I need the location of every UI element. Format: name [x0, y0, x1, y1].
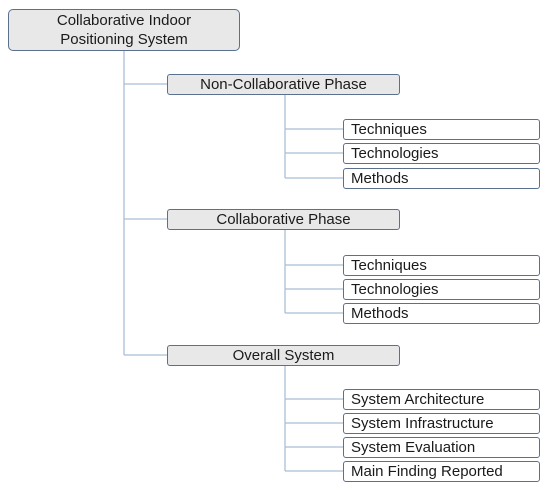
leaf-label: System Architecture: [351, 390, 485, 408]
root-label: Collaborative Indoor Positioning System: [57, 11, 191, 50]
leaf-label: Main Finding Reported: [351, 462, 503, 480]
phase-label: Overall System: [232, 346, 335, 364]
leaf-label: System Evaluation: [351, 438, 476, 456]
phase-label: Non-Collaborative Phase: [200, 75, 367, 93]
leaf-node: Methods: [343, 303, 540, 324]
leaf-label: Techniques: [351, 120, 427, 138]
leaf-node: Technologies: [343, 279, 540, 300]
phase-node-overall-system: Overall System: [167, 345, 400, 366]
leaf-node: Technologies: [343, 143, 540, 164]
leaf-node: System Infrastructure: [343, 413, 540, 434]
leaf-node: Methods: [343, 168, 540, 189]
leaf-node: System Architecture: [343, 389, 540, 410]
leaf-label: Technologies: [351, 280, 439, 298]
root-label-line-1: Collaborative Indoor: [56, 11, 192, 29]
leaf-label: System Infrastructure: [351, 414, 494, 432]
leaf-node: Techniques: [343, 119, 540, 140]
phase-node-non-collaborative: Non-Collaborative Phase: [167, 74, 400, 95]
leaf-label: Technologies: [351, 144, 439, 162]
leaf-node: Main Finding Reported: [343, 461, 540, 482]
root-label-line-2: Positioning System: [60, 31, 188, 48]
leaf-label: Methods: [351, 304, 409, 322]
root-node: Collaborative Indoor Positioning System: [8, 9, 240, 51]
leaf-label: Techniques: [351, 256, 427, 274]
leaf-node: Techniques: [343, 255, 540, 276]
leaf-node: System Evaluation: [343, 437, 540, 458]
leaf-label: Methods: [351, 169, 409, 187]
phase-label: Collaborative Phase: [216, 210, 351, 228]
phase-node-collaborative: Collaborative Phase: [167, 209, 400, 230]
